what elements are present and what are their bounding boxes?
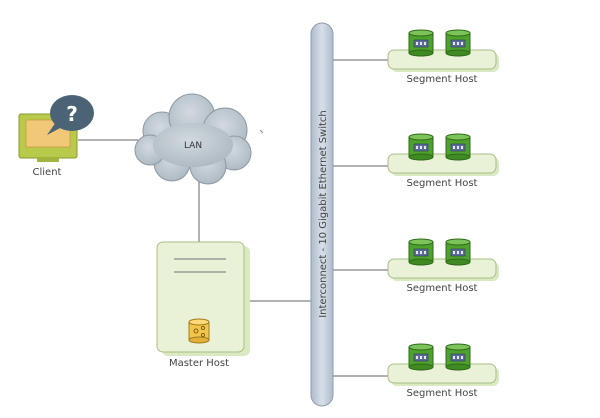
question-mark: ? — [66, 102, 78, 126]
disk-icon — [408, 29, 434, 57]
interconnect-switch: Interconnect - 10 Gigabit Ethernet Switc… — [310, 22, 334, 407]
client-node: ? Client — [18, 95, 94, 178]
segment-host-label: Segment Host — [407, 178, 478, 189]
segment-host-label: Segment Host — [407, 283, 478, 294]
master-host-box — [156, 241, 245, 353]
disk-icon — [445, 343, 471, 371]
disk-icon — [408, 133, 434, 161]
lan-label: LAN — [184, 141, 202, 151]
question-bubble-icon: ? — [47, 95, 94, 135]
segment-host-2: Segment Host — [387, 133, 499, 189]
lan-cloud: LAN — [134, 93, 252, 185]
segment-host-label: Segment Host — [407, 74, 478, 85]
segment-host-4: Segment Host — [387, 343, 499, 399]
disk-icon — [445, 238, 471, 266]
interconnect-label: Interconnect - 10 Gigabit Ethernet Switc… — [318, 110, 329, 318]
master-host-label: Master Host — [169, 358, 229, 369]
stray-mark — [259, 129, 264, 134]
disk-icon — [445, 133, 471, 161]
master-host-node: Master Host — [156, 241, 250, 369]
disk-icon — [408, 238, 434, 266]
client-label: Client — [33, 167, 62, 178]
database-icon — [188, 318, 210, 344]
segment-host-label: Segment Host — [407, 388, 478, 399]
segment-host-3: Segment Host — [387, 238, 499, 294]
cloud-icon — [134, 93, 252, 185]
disk-icon — [408, 343, 434, 371]
segment-host-1: Segment Host — [387, 29, 499, 85]
connection-lines — [78, 59, 390, 377]
disk-icon — [445, 29, 471, 57]
